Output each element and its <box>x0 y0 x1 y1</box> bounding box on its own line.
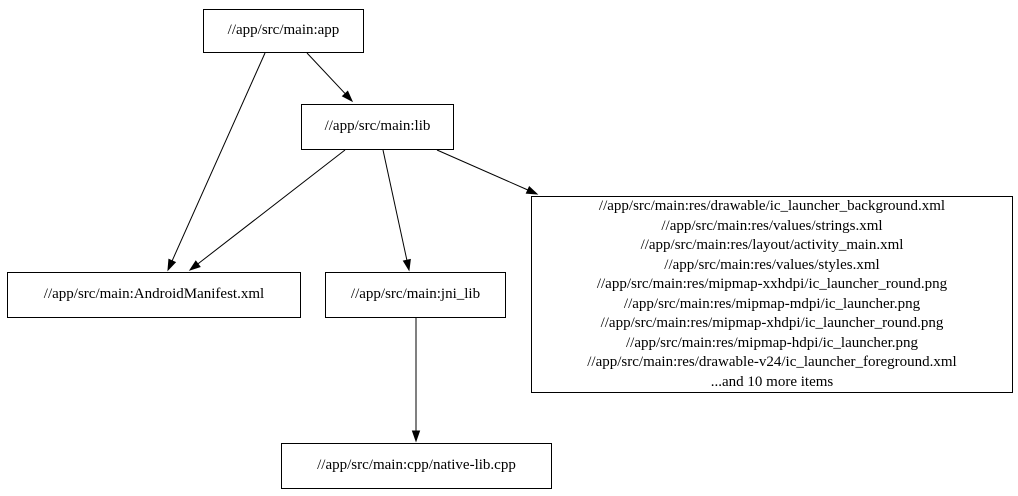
edge-lib-to-res-group <box>436 149 539 195</box>
node-res-group-label: //app/src/main:res/drawable/ic_launcher_… <box>587 198 957 390</box>
node-android-manifest-label: //app/src/main:AndroidManifest.xml <box>43 286 265 303</box>
edge-app-to-manifest <box>167 52 266 272</box>
node-app: //app/src/main:app <box>203 9 364 53</box>
node-native-lib-cpp-label: //app/src/main:cpp/native-lib.cpp <box>317 457 516 474</box>
node-jni-lib-label: //app/src/main:jni_lib <box>350 286 481 303</box>
node-android-manifest: //app/src/main:AndroidManifest.xml <box>7 272 301 318</box>
node-app-label: //app/src/main:app <box>227 22 340 39</box>
edge-jni-lib-to-native-cpp <box>411 318 421 443</box>
node-native-lib-cpp: //app/src/main:cpp/native-lib.cpp <box>281 443 552 489</box>
node-jni-lib: //app/src/main:jni_lib <box>325 272 506 318</box>
node-lib-label: //app/src/main:lib <box>324 118 431 135</box>
edge-lib-to-jni-lib <box>382 149 411 272</box>
node-lib: //app/src/main:lib <box>301 104 454 150</box>
edge-app-to-lib <box>306 52 354 103</box>
node-res-group: //app/src/main:res/drawable/ic_launcher_… <box>531 196 1013 393</box>
edge-lib-to-manifest <box>188 149 346 271</box>
